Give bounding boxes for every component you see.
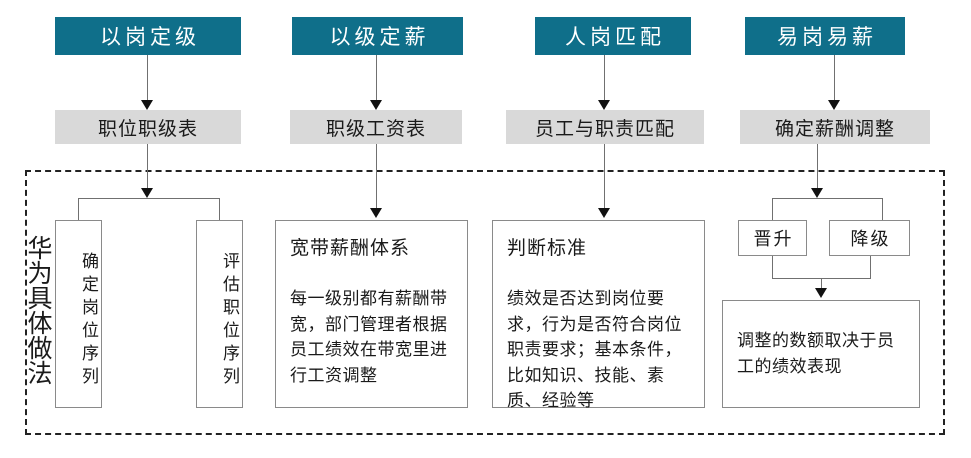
connector-step-to-detail-3 [604,144,605,210]
arrowhead-header-to-step-2 [370,100,382,110]
arrowhead-to-result-4 [815,288,827,298]
huawei-practice-region [25,170,945,435]
split-leg-left-4 [772,198,773,220]
arrowhead-step-to-detail-1 [141,188,153,198]
arrowhead-step-to-detail-4 [811,188,823,198]
option-box-promotion[interactable]: 晋升 [738,220,807,256]
connector-step-to-detail-2 [376,144,377,210]
header-box-3[interactable]: 人岗匹配 [535,17,691,55]
detail-card-3-title: 判断标准 [507,238,588,259]
detail-box-1a[interactable]: 确定岗位序列 [55,220,102,408]
detail-card-2-title: 宽带薪酬体系 [290,238,411,259]
step-box-1[interactable]: 职位职级表 [55,110,241,144]
step-box-4[interactable]: 确定薪酬调整 [740,110,930,144]
split-leg-left-1 [78,198,79,220]
connector-header-to-step-2 [376,55,377,105]
detail-box-1b[interactable]: 评估职位序列 [196,220,243,408]
detail-card-3-body: 绩效是否达到岗位要求，行为是否符合岗位职责要求；基本条件，比如知识、技能、素质、… [507,289,682,410]
header-box-2[interactable]: 以级定薪 [292,17,463,55]
merge-leg-right-4 [870,256,871,278]
header-box-1[interactable]: 以岗定级 [55,17,241,55]
connector-header-to-step-1 [147,55,148,105]
detail-card-2-body: 每一级别都有薪酬带宽，部门管理者根据员工绩效在带宽里进行工资调整 [290,289,448,385]
detail-card-2[interactable]: 宽带薪酬体系 每一级别都有薪酬带宽，部门管理者根据员工绩效在带宽里进行工资调整 [275,220,468,408]
split-leg-right-4 [882,198,883,220]
option-box-demotion[interactable]: 降级 [829,220,910,256]
connector-step-to-detail-4 [817,144,818,192]
connector-to-result-4 [821,278,822,292]
side-label-huawei-practice: 华为具体做法 [24,234,51,385]
merge-leg-left-4 [772,256,773,278]
result-box-4[interactable]: 调整的数额取决于员工的绩效表现 [722,300,920,408]
arrowhead-header-to-step-1 [141,100,153,110]
split-connector-4-top [772,198,882,199]
split-leg-right-1 [219,198,220,220]
split-connector-1 [78,198,219,199]
connector-step-to-detail-1 [147,144,148,192]
detail-card-3[interactable]: 判断标准 绩效是否达到岗位要求，行为是否符合岗位职责要求；基本条件，比如知识、技… [492,220,705,410]
step-box-2[interactable]: 职级工资表 [290,110,462,144]
arrowhead-step-to-detail-2 [370,208,382,218]
connector-header-to-step-4 [834,55,835,105]
step-box-3[interactable]: 员工与职责匹配 [506,110,704,144]
arrowhead-step-to-detail-3 [598,208,610,218]
connector-header-to-step-3 [604,55,605,105]
header-box-4[interactable]: 易岗易薪 [745,17,905,55]
arrowhead-header-to-step-4 [828,100,840,110]
arrowhead-header-to-step-3 [598,100,610,110]
